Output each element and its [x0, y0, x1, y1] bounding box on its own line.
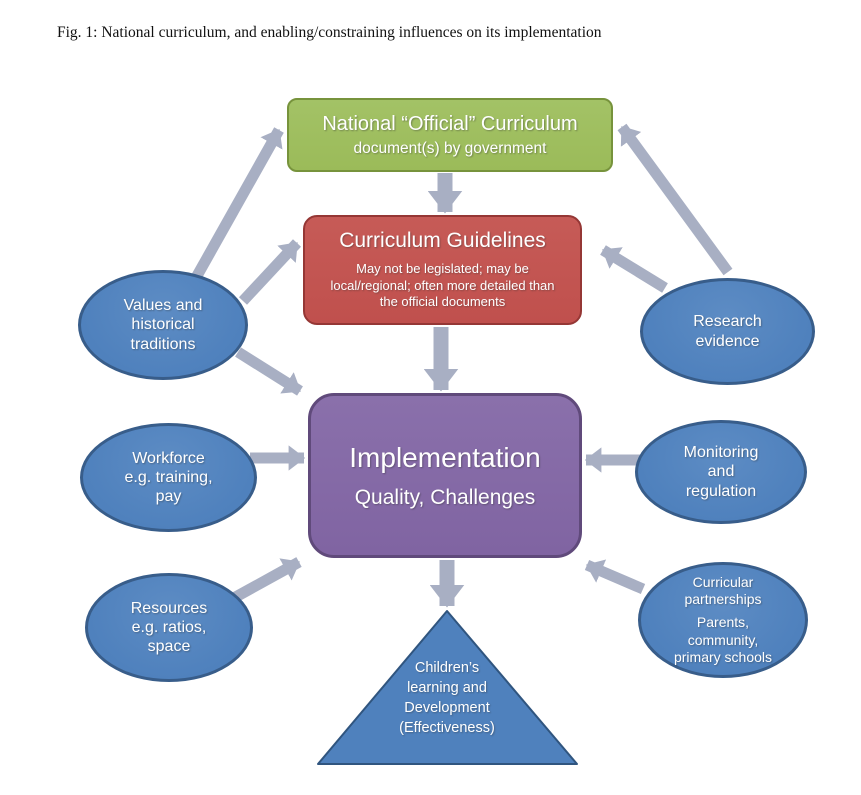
outcome-label: Children’s learning and Development (Eff… [399, 660, 495, 736]
node-research-evidence: Research evidence [640, 278, 815, 385]
curricular-partnerships-sublabel: Parents, community, primary schools [673, 614, 773, 665]
official-curriculum-title: National “Official” Curriculum [322, 112, 578, 135]
node-curriculum-guidelines: Curriculum Guidelines May not be legisla… [303, 215, 582, 325]
arrow-values-to-guidelines [238, 239, 302, 305]
figure-caption: Fig. 1: National curriculum, and enablin… [57, 24, 602, 41]
node-official-curriculum: National “Official” Curriculum document(… [287, 98, 613, 172]
workforce-label: Workforce e.g. training, pay [124, 449, 213, 506]
implementation-subtitle: Quality, Challenges [354, 485, 536, 509]
arrow-resources-to-implementation [229, 557, 302, 604]
arrow-values-to-official [188, 127, 284, 286]
node-workforce: Workforce e.g. training, pay [80, 423, 257, 532]
implementation-title: Implementation [349, 441, 541, 473]
node-curricular-partnerships: Curricular partnerships Parents, communi… [638, 562, 808, 678]
research-evidence-label: Research evidence [693, 313, 762, 350]
node-values-traditions: Values and historical traditions [78, 270, 248, 380]
curricular-partnerships-label: Curricular partnerships [684, 574, 762, 608]
outcome-triangle [317, 610, 578, 765]
node-implementation: Implementation Quality, Challenges [308, 393, 582, 558]
arrow-values-to-implementation [235, 347, 303, 396]
resources-label: Resources e.g. ratios, space [130, 599, 208, 656]
values-traditions-label: Values and historical traditions [123, 297, 203, 353]
official-curriculum-subtitle: document(s) by government [353, 139, 547, 157]
arrow-research-to-official [617, 123, 733, 276]
arrow-partnerships-to-implementation [584, 559, 646, 595]
curriculum-guidelines-title: Curriculum Guidelines [339, 228, 546, 252]
curriculum-guidelines-body: May not be legislated; may be local/regi… [330, 260, 555, 310]
node-monitoring-regulation: Monitoring and regulation [635, 420, 807, 524]
monitoring-regulation-label: Monitoring and regulation [683, 444, 759, 500]
arrow-research-to-guidelines [600, 245, 668, 293]
node-resources: Resources e.g. ratios, space [85, 573, 253, 682]
